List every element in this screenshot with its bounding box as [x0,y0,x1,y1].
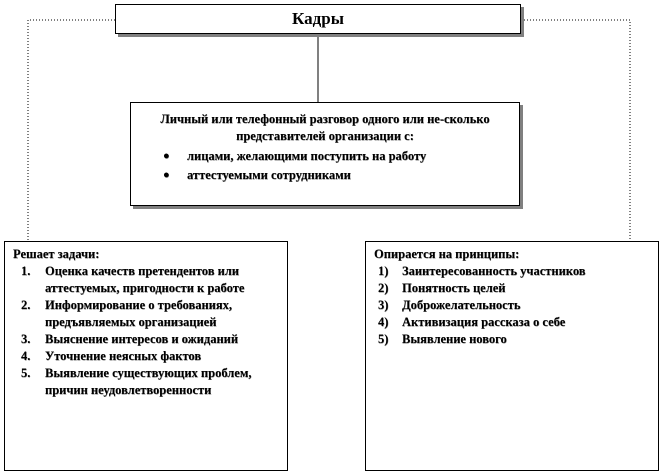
item-number: 1. [21,264,31,278]
list-item: 5) Выявление нового [374,331,652,348]
list-item-text: Доброжелательность [402,298,521,312]
list-item: 2) Понятность целей [374,280,652,297]
principles-list: 1) Заинтересованность участников 2) Понятн… [374,263,652,348]
list-item-text: аттестуемыми сотрудниками [187,168,351,182]
list-item: 3) Доброжелательность [374,297,652,314]
principles-heading: Опирается на принципы: [374,247,520,261]
list-item-text: Оценка качеств претендентов или аттестуе… [45,264,245,295]
item-number: 3. [21,332,31,346]
list-item-text: Активизация рассказа о себе [402,315,566,329]
item-number: 3) [378,298,389,312]
bullet-icon: ● [163,150,170,162]
list-item: 3. Выяснение интересов и ожиданий [13,331,281,348]
root-node-title: Кадры [292,9,344,28]
interview-description-box: Личный или телефонный разговор одного ил… [130,102,520,206]
list-item-text: Понятность целей [402,281,506,295]
item-number: 4) [378,315,389,329]
item-number: 5. [21,366,31,380]
item-number: 2. [21,298,31,312]
interview-description-heading: Личный или телефонный разговор одного ил… [160,112,490,143]
root-node-box: Кадры [115,4,521,34]
interview-participants-list: ● лицами, желающими поступить на работу … [143,147,507,185]
list-item: 1. Оценка качеств претендентов или аттест… [13,263,281,297]
list-item-text: Заинтересованность участников [402,264,586,278]
list-item-text: Уточнение неясных фактов [45,349,202,363]
tasks-box: Решает задачи: 1. Оценка качеств претенде… [4,241,288,471]
tasks-list: 1. Оценка качеств претендентов или аттест… [13,263,281,399]
item-number: 5) [378,332,389,346]
tasks-heading: Решает задачи: [13,247,100,261]
list-item-text: Информирование о требованиях, предъявляе… [45,298,233,329]
list-item-text: Выявление нового [402,332,507,346]
list-item: ● аттестуемыми сотрудниками [143,166,507,185]
item-number: 4. [21,349,31,363]
item-number: 2) [378,281,389,295]
principles-box: Опирается на принципы: 1) Заинтересованно… [365,241,659,471]
connector-to-right [521,19,631,241]
bullet-icon: ● [163,169,170,181]
list-item: 2. Информирование о требованиях, предъявл… [13,297,281,331]
list-item: 5. Выявление существующих проблем, причин… [13,365,281,399]
list-item: 4) Активизация рассказа о себе [374,314,652,331]
list-item: ● лицами, желающими поступить на работу [143,147,507,166]
list-item-text: Выяснение интересов и ожиданий [45,332,239,346]
item-number: 1) [378,264,389,278]
list-item-text: лицами, желающими поступить на работу [187,149,427,163]
list-item: 1) Заинтересованность участников [374,263,652,280]
connector-to-left [27,19,115,241]
list-item: 4. Уточнение неясных фактов [13,348,281,365]
list-item-text: Выявление существующих проблем, причин н… [45,366,252,397]
